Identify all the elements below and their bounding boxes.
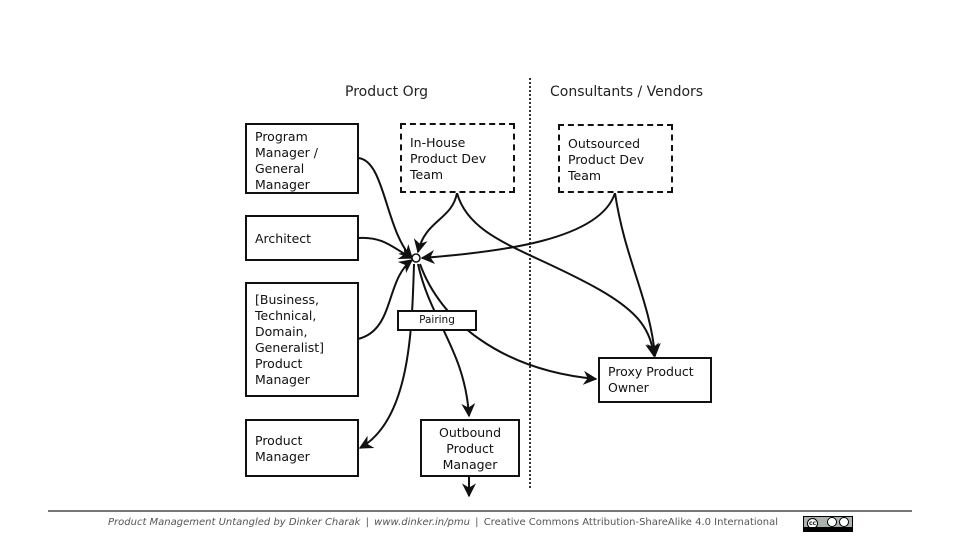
edge-outsourced-to-proxy-po <box>614 192 661 358</box>
node-business-pm: [Business, Technical, Domain, Generalist… <box>245 282 359 397</box>
org-divider <box>529 78 531 488</box>
edge-inhouse-to-proxy-po <box>456 192 659 358</box>
consultants-vendors-title: Consultants / Vendors <box>550 84 704 100</box>
node-program-manager: Program Manager / General Manager <box>245 123 359 194</box>
by-icon <box>827 517 837 527</box>
edge-hub-to-product-manager <box>358 263 415 449</box>
badge-bar <box>804 527 852 531</box>
node-proxy-po: Proxy Product Owner <box>598 357 712 403</box>
footer-separator: | <box>365 517 369 528</box>
edge-hub-to-outbound-pm <box>417 263 476 418</box>
footer-book-credit: Product Management Untangled by Dinker C… <box>108 517 361 528</box>
sa-icon <box>839 517 849 527</box>
cc-by-sa-badge-icon[interactable]: cc <box>803 516 853 532</box>
edge-outsourced-to-hub <box>420 192 616 265</box>
footer-divider <box>48 510 912 512</box>
edge-architect-to-hub <box>357 236 414 259</box>
product-org-title: Product Org <box>345 84 429 100</box>
footer-url-link[interactable]: www.dinker.in/pmu <box>374 517 470 528</box>
edge-inhouse-to-hub <box>413 192 458 254</box>
node-inhouse-team: In-House Product Dev Team <box>400 123 515 193</box>
node-architect: Architect <box>245 215 359 261</box>
footer-separator: | <box>475 517 479 528</box>
footer-license: Creative Commons Attribution-ShareAlike … <box>483 517 779 528</box>
node-outbound-pm: Outbound Product Manager <box>420 419 520 477</box>
pairing-label: Pairing <box>397 310 477 331</box>
hub-node <box>411 253 421 263</box>
node-outsourced-team: Outsourced Product Dev Team <box>558 124 673 193</box>
node-product-manager: Product Manager <box>245 419 359 477</box>
footer-credits: Product Management Untangled by Dinker C… <box>108 517 778 528</box>
